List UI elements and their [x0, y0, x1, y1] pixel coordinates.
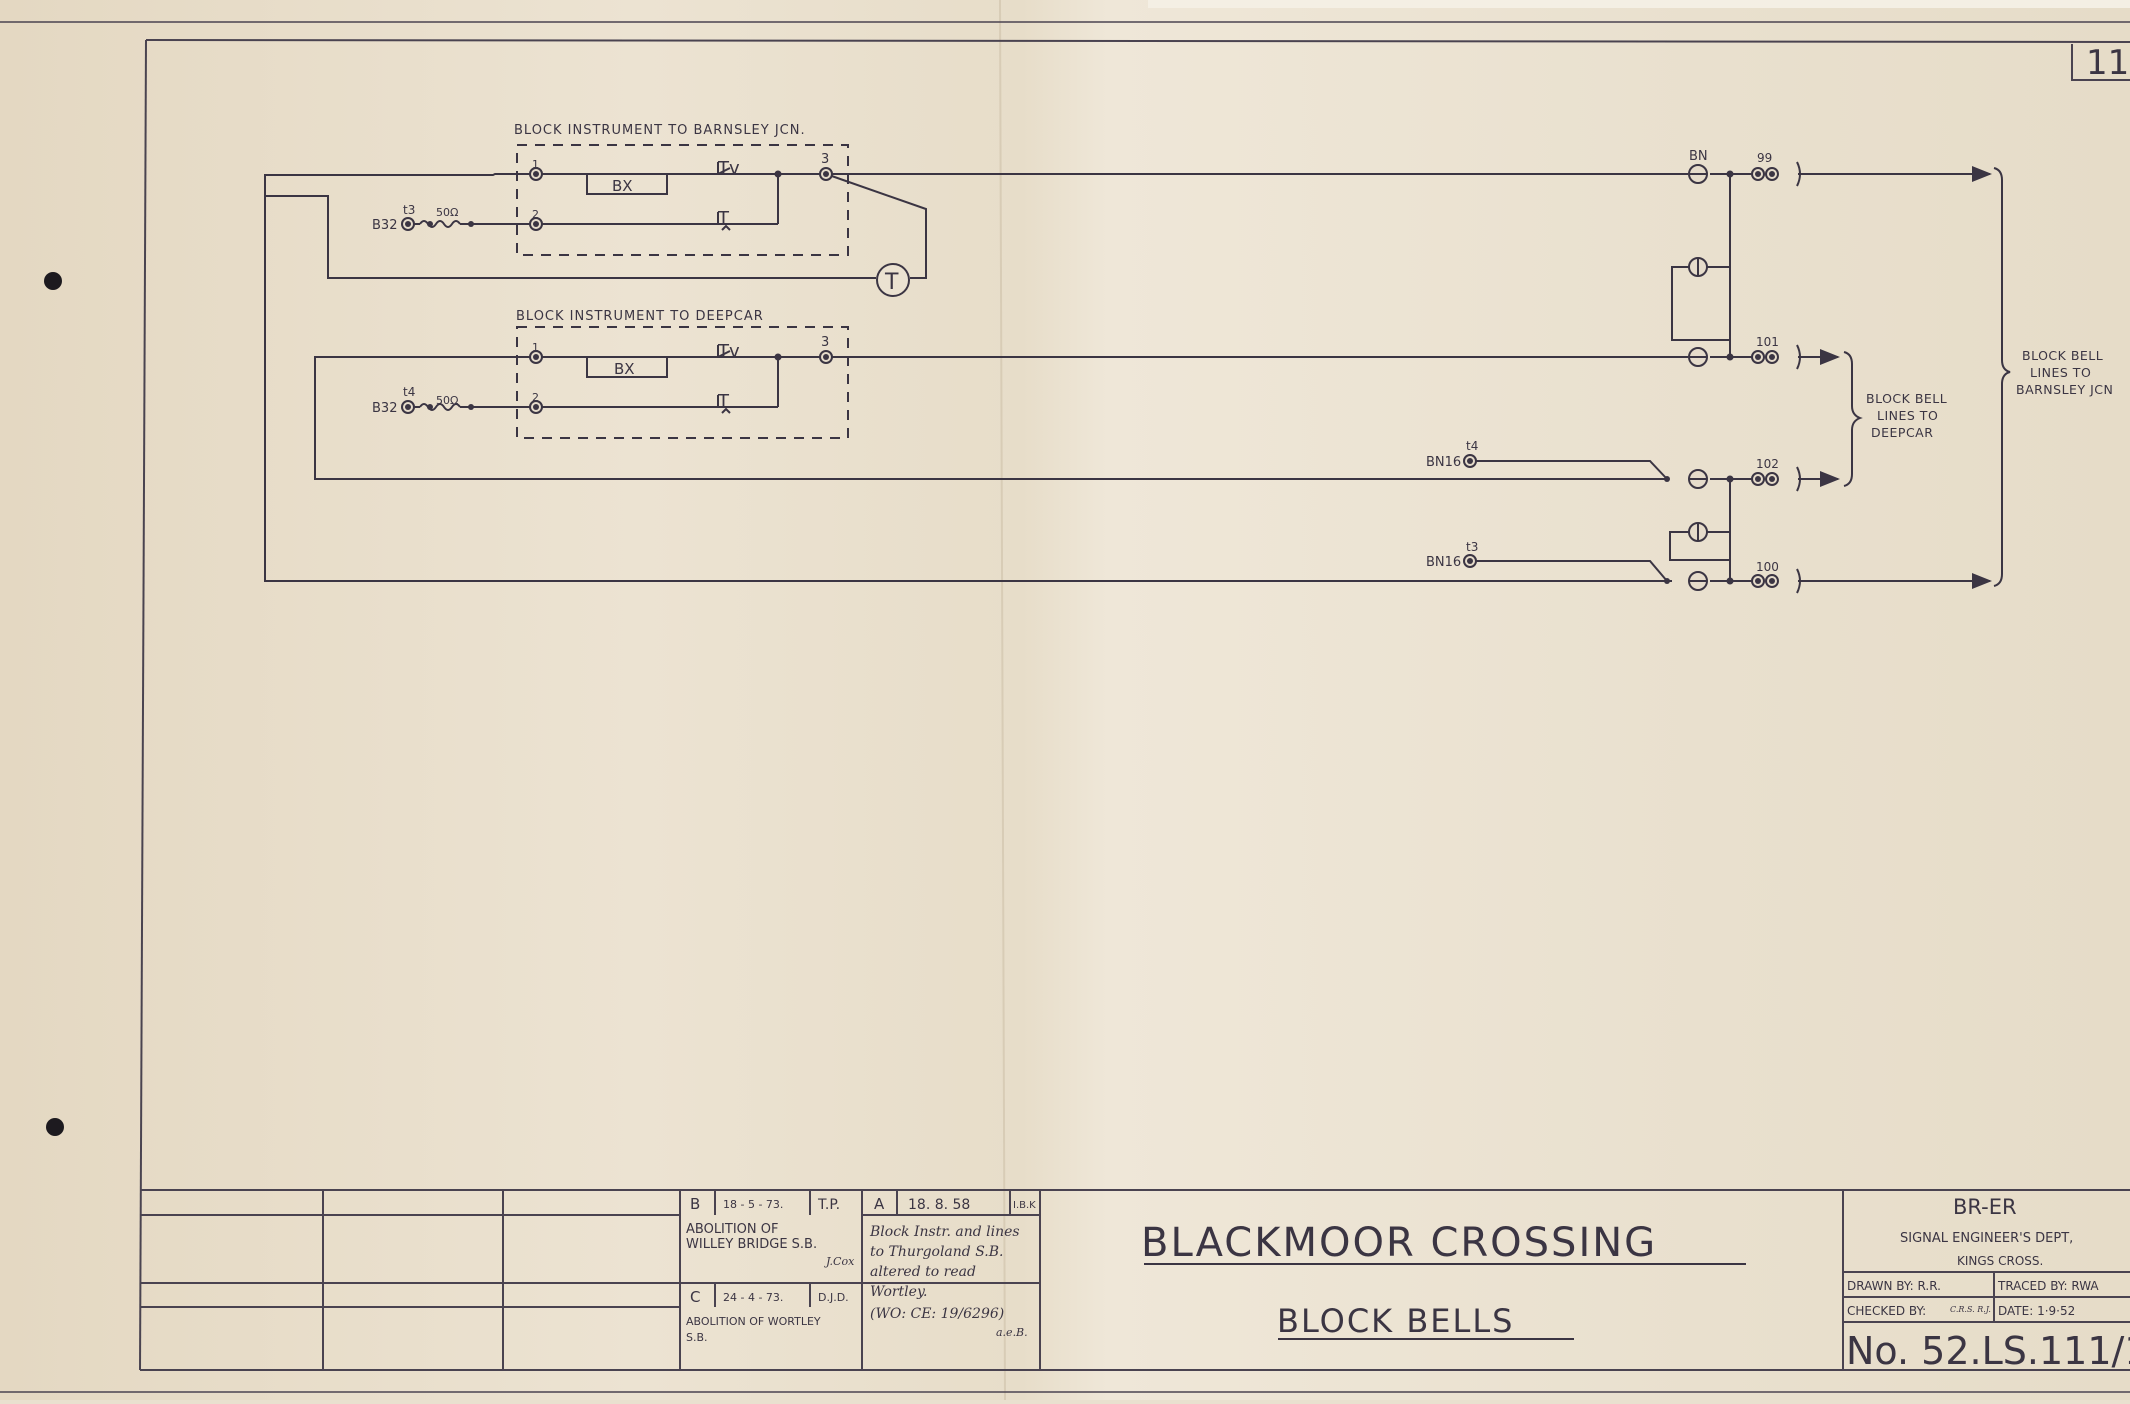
bx-label-barnsley: BX	[612, 177, 633, 195]
t-relay	[876, 263, 910, 297]
bn16-upper-sub: t4	[1466, 439, 1478, 453]
corner-number-box: 11	[2071, 43, 2130, 83]
rev-a-ref: (WO: CE: 19/6296)	[870, 1306, 1004, 1322]
t-relay-label: T	[884, 270, 899, 295]
term3-label-deepcar: 3	[821, 335, 829, 350]
dept-label: SIGNAL ENGINEER'S DEPT,	[1900, 1231, 2073, 1246]
term1-label-deepcar: 1	[532, 341, 539, 354]
rev-b-text: ABOLITION OF	[686, 1222, 778, 1237]
rev-a-date: 18. 8. 58	[908, 1197, 970, 1213]
barnsley-brace-line: BARNSLEY JCN	[2016, 382, 2113, 397]
instrument-box-deepcar	[516, 326, 849, 439]
brace-barnsley	[1993, 167, 2011, 587]
rev-a-initials: I.B.K	[1013, 1200, 1036, 1211]
drawing-date: DATE: 1·9·52	[1998, 1304, 2075, 1318]
bn16-lower-sub: t3	[1466, 540, 1478, 554]
deepcar-brace-line: LINES TO	[1877, 408, 1938, 423]
barnsley-brace-label: BLOCK BELL LINES TO BARNSLEY JCN	[2016, 348, 2113, 397]
contact-tv-deepcar: Tv	[717, 341, 740, 362]
instrument-box-barnsley	[516, 144, 849, 256]
rev-c-letter: C	[690, 1288, 700, 1306]
link-symbols	[1688, 164, 1708, 591]
term-100-label: 100	[1756, 560, 1779, 574]
feed-label-deepcar: B32	[372, 401, 397, 416]
rev-c-text: S.B.	[686, 1331, 708, 1344]
rev-b-text: WILLEY BRIDGE S.B.	[686, 1237, 817, 1252]
barnsley-brace-line: LINES TO	[2030, 365, 2091, 380]
paper-patch	[1148, 0, 2130, 8]
rev-b-initials: T.P.	[817, 1197, 840, 1213]
rev-a-signature: a.e.B.	[996, 1326, 1028, 1339]
resistor-label-barnsley: 50Ω	[436, 206, 458, 219]
corner-number: 11	[2086, 43, 2129, 83]
drawn-by: DRAWN BY: R.R.	[1847, 1279, 1941, 1293]
deepcar-brace-line: BLOCK BELL	[1866, 391, 1947, 406]
fold-line	[999, 0, 1006, 1401]
drawing-title: BLACKMOOR CROSSING	[1141, 1220, 1657, 1266]
org-label: BR-ER	[1953, 1195, 2017, 1219]
contact-ta-barnsley: T	[717, 208, 730, 229]
binding-hole	[46, 1118, 64, 1136]
rev-b-signature: J.Cox	[824, 1255, 855, 1268]
rev-a-text: to Thurgoland S.B.	[870, 1244, 1004, 1260]
term-101-label: 101	[1756, 335, 1779, 349]
place-label: KINGS CROSS.	[1957, 1254, 2043, 1268]
term2-label-deepcar: 2	[532, 391, 539, 404]
checked-by: CHECKED BY:	[1847, 1304, 1926, 1318]
brace-deepcar	[1843, 351, 1863, 487]
bn16-lower-label: BN16	[1426, 555, 1461, 570]
feed-label-barnsley: B32	[372, 218, 397, 233]
drawing-number: No. 52.LS.111/11	[1846, 1329, 2130, 1373]
term2-label-barnsley: 2	[532, 208, 539, 221]
rev-a-letter: A	[874, 1195, 885, 1213]
bx-coil-barnsley	[586, 173, 668, 195]
wiring	[264, 166, 1992, 589]
sheet-border	[0, 21, 2130, 1393]
binding-hole	[44, 272, 62, 290]
drawing-subtitle: BLOCK BELLS	[1277, 1302, 1514, 1340]
rev-b-letter: B	[690, 1195, 700, 1213]
term-99-label: 99	[1757, 151, 1772, 165]
instrument-heading-barnsley: BLOCK INSTRUMENT TO BARNSLEY JCN.	[514, 123, 806, 138]
terminals	[401, 167, 1779, 588]
wire-loop-99-100	[264, 173, 1672, 582]
feed-sub-deepcar: t4	[403, 385, 415, 399]
checked-signature: C.R.S. R.J.	[1950, 1305, 1991, 1314]
rev-c-initials: D.J.D.	[818, 1291, 849, 1304]
term1-label-barnsley: 1	[532, 158, 539, 171]
traced-by: TRACED BY: RWA	[1997, 1279, 2099, 1293]
contact-tv-barnsley: Tv	[717, 158, 740, 179]
wire-loop-101-102	[314, 356, 1667, 480]
bx-coil-deepcar	[586, 356, 668, 378]
terminal-brackets	[1796, 161, 1801, 594]
contact-ta-deepcar: T	[717, 391, 730, 412]
deepcar-brace-line: DEEPCAR	[1871, 425, 1933, 440]
braces	[1843, 167, 2011, 587]
term3-label-barnsley: 3	[821, 152, 829, 167]
title-block-grid	[141, 1189, 2130, 1370]
rev-a-text: Wortley.	[870, 1284, 927, 1300]
rev-c-date: 24 - 4 - 73.	[723, 1291, 783, 1304]
rev-b-date: 18 - 5 - 73.	[723, 1198, 783, 1211]
bn-label: BN	[1689, 149, 1708, 164]
rev-a-text: Block Instr. and lines	[869, 1224, 1020, 1240]
term-102-label: 102	[1756, 457, 1779, 471]
bn16-upper-label: BN16	[1426, 455, 1461, 470]
contacts	[717, 162, 731, 414]
bx-label-deepcar: BX	[614, 360, 635, 378]
rev-c-text: ABOLITION OF WORTLEY	[686, 1315, 821, 1328]
resistor-label-deepcar: 50Ω	[436, 394, 458, 407]
barnsley-brace-line: BLOCK BELL	[2022, 348, 2103, 363]
deepcar-brace-label: BLOCK BELL LINES TO DEEPCAR	[1866, 391, 1947, 440]
rev-a-text: altered to read	[870, 1264, 976, 1280]
instrument-heading-deepcar: BLOCK INSTRUMENT TO DEEPCAR	[516, 309, 764, 324]
feed-sub-barnsley: t3	[403, 203, 415, 217]
